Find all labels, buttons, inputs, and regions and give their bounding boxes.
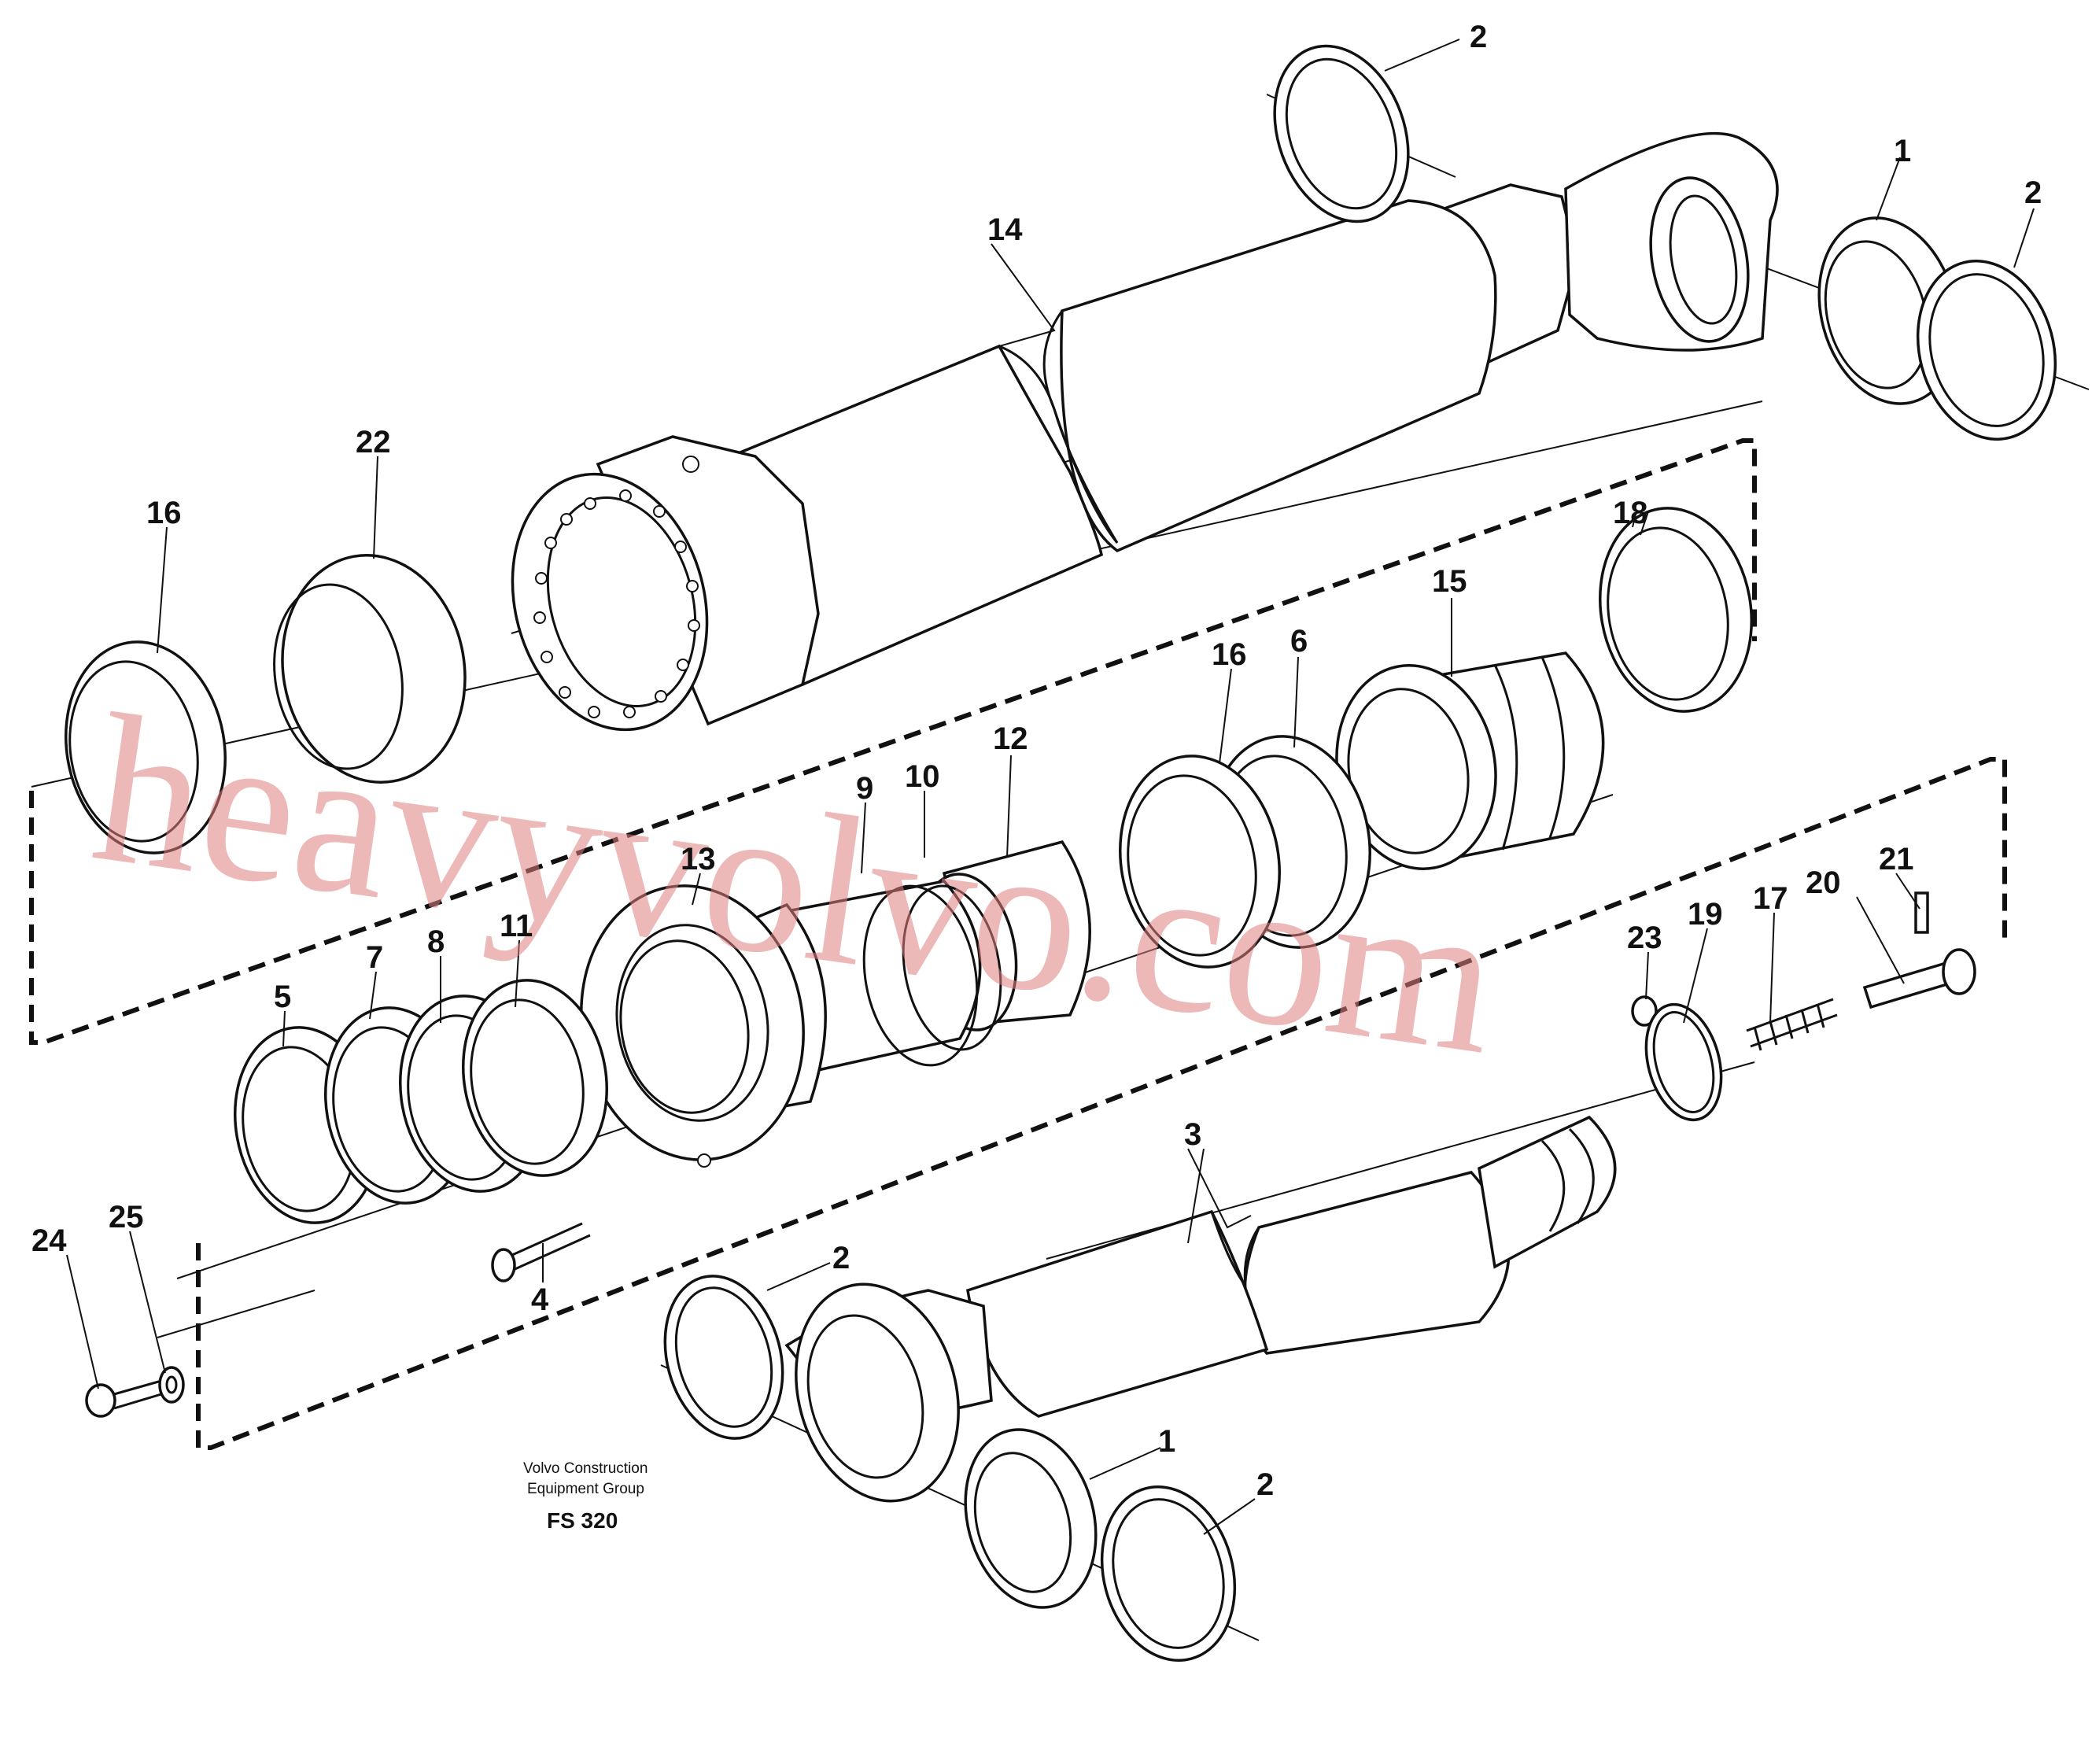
caption-company: Volvo Construction bbox=[523, 1460, 648, 1477]
snap-ring-bottom-right bbox=[1100, 1485, 1237, 1662]
label-2-right: 2 bbox=[2024, 175, 2042, 210]
barrel-flange-bolt-holes bbox=[533, 489, 700, 718]
set-screw-23 bbox=[1631, 995, 1658, 1027]
label-5: 5 bbox=[274, 980, 291, 1014]
guide-bushing bbox=[273, 554, 467, 784]
rod-seal-right bbox=[1599, 507, 1753, 713]
label-2-bottom-right: 2 bbox=[1256, 1467, 1274, 1502]
label-1-bottom: 1 bbox=[1158, 1424, 1175, 1459]
label-2-bottom: 2 bbox=[832, 1241, 850, 1275]
label-11: 11 bbox=[500, 909, 533, 943]
label-20: 20 bbox=[1806, 865, 1841, 900]
label-3: 3 bbox=[1184, 1117, 1201, 1152]
snap-ring-right bbox=[1916, 260, 2057, 441]
label-9: 9 bbox=[856, 771, 873, 806]
caption-block: Volvo Construction Equipment Group FS 32… bbox=[523, 1460, 648, 1533]
label-17: 17 bbox=[1753, 881, 1788, 916]
part-labels: 2 1 2 14 22 16 18 15 6 16 12 10 9 13 11 … bbox=[31, 20, 2042, 1502]
leader-lines bbox=[66, 39, 2035, 1535]
label-18: 18 bbox=[1613, 496, 1648, 530]
valve-pin-20 bbox=[1862, 948, 1976, 1009]
piston-seal-stack bbox=[1335, 651, 1605, 870]
label-12: 12 bbox=[993, 721, 1028, 756]
lower-assembly-bracket bbox=[196, 757, 2007, 1450]
label-19: 19 bbox=[1688, 897, 1723, 932]
upper-assembly-bracket bbox=[29, 438, 1757, 1045]
snap-ring-bottom-left bbox=[663, 1275, 784, 1440]
piston-body bbox=[777, 840, 1091, 1072]
label-16-mid: 16 bbox=[1212, 637, 1247, 672]
label-13: 13 bbox=[681, 842, 716, 876]
rod-eye-bottom bbox=[784, 1282, 993, 1503]
label-24: 24 bbox=[31, 1223, 67, 1258]
centerline-bolt-side bbox=[157, 1290, 315, 1338]
cylinder-barrel bbox=[511, 131, 1779, 732]
socket-screw bbox=[491, 1222, 591, 1282]
caption-group: Equipment Group bbox=[527, 1481, 644, 1497]
screw-24 bbox=[85, 1379, 162, 1418]
pin-21 bbox=[1914, 891, 1929, 934]
label-2-top: 2 bbox=[1470, 20, 1487, 54]
label-16-left: 16 bbox=[146, 496, 182, 530]
guide-head-flange bbox=[580, 884, 827, 1168]
label-25: 25 bbox=[109, 1200, 144, 1234]
label-14: 14 bbox=[987, 212, 1023, 247]
piston-ring-b bbox=[1119, 755, 1281, 969]
label-15: 15 bbox=[1432, 564, 1467, 599]
wiper-ring-left bbox=[65, 640, 227, 854]
label-4: 4 bbox=[531, 1282, 549, 1317]
label-10: 10 bbox=[905, 759, 940, 794]
piston-rod bbox=[966, 1115, 1617, 1418]
label-22: 22 bbox=[356, 425, 391, 459]
ring-19 bbox=[1644, 1002, 1723, 1122]
label-8: 8 bbox=[427, 924, 445, 959]
washer-25 bbox=[158, 1366, 185, 1404]
label-21: 21 bbox=[1879, 842, 1914, 876]
bearing-bottom bbox=[964, 1428, 1098, 1609]
caption-code: FS 320 bbox=[547, 1508, 618, 1533]
spring-17 bbox=[1746, 998, 1838, 1051]
label-23: 23 bbox=[1627, 921, 1662, 955]
rod-seal-ring-set bbox=[233, 979, 609, 1224]
label-7: 7 bbox=[366, 940, 383, 975]
label-6: 6 bbox=[1290, 624, 1308, 659]
snap-ring-top bbox=[1273, 44, 1410, 223]
label-1-right: 1 bbox=[1894, 134, 1911, 168]
